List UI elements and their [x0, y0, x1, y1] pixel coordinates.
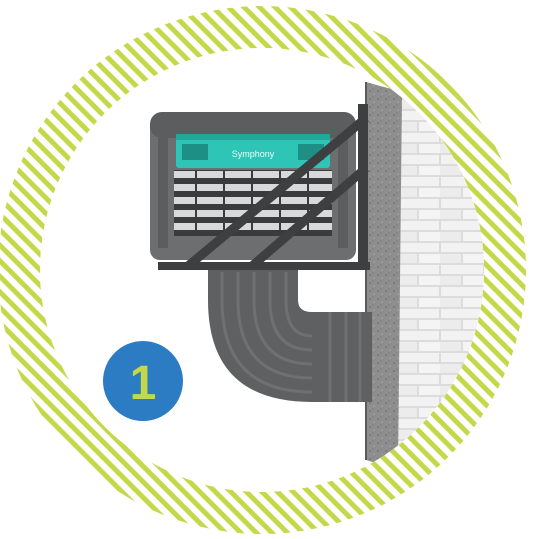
- wall-edge: [366, 82, 402, 470]
- air-cooler-illustration: Symphony: [150, 112, 356, 260]
- step-number: 1: [130, 357, 157, 410]
- brand-label: Symphony: [232, 149, 275, 159]
- step-badge: 1: [103, 341, 183, 421]
